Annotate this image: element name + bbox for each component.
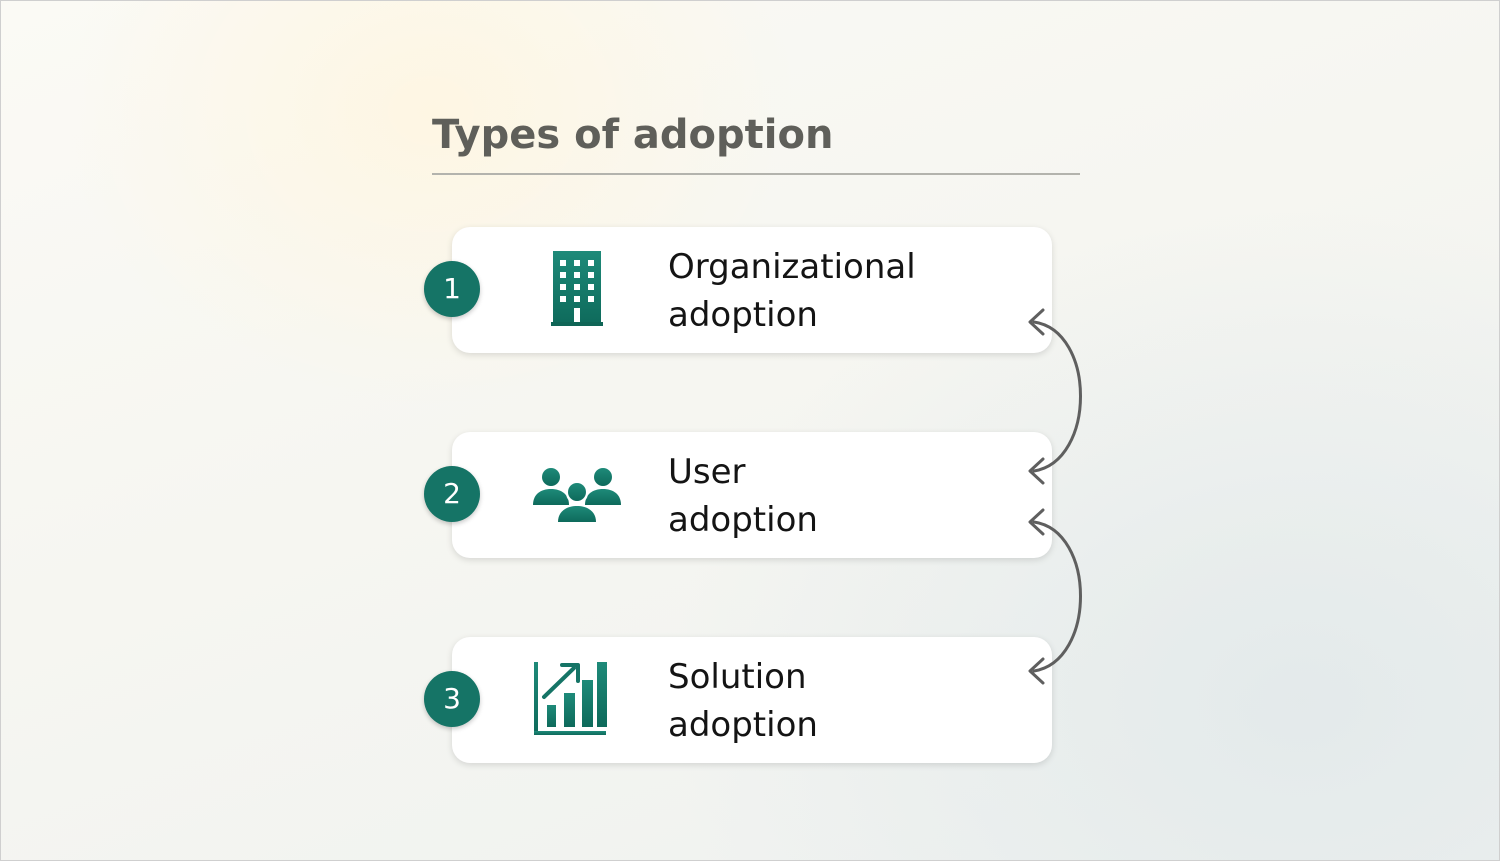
adoption-card-label: Organizational adoption <box>668 243 1038 339</box>
label-line-2: adoption <box>668 295 818 335</box>
office-building-icon <box>522 245 632 335</box>
adoption-card-organizational: Organizational adoption <box>452 227 1052 353</box>
label-line-2: adoption <box>668 705 818 745</box>
adoption-card-user: User adoption <box>452 432 1052 558</box>
diagram-title: Types of adoption <box>432 112 834 158</box>
adoption-card-label: User adoption <box>668 448 1038 544</box>
label-line-1: User <box>668 452 746 492</box>
step-number-badge: 3 <box>424 671 480 727</box>
adoption-card-solution: Solution adoption <box>452 637 1052 763</box>
step-number-badge: 2 <box>424 466 480 522</box>
adoption-card-label: Solution adoption <box>668 653 1038 749</box>
label-line-1: Solution <box>668 657 807 697</box>
step-number-badge: 1 <box>424 261 480 317</box>
label-line-2: adoption <box>668 500 818 540</box>
bar-chart-growth-icon <box>522 655 632 745</box>
people-group-icon <box>522 450 632 540</box>
title-divider <box>432 173 1080 175</box>
label-line-1: Organizational <box>668 247 916 287</box>
